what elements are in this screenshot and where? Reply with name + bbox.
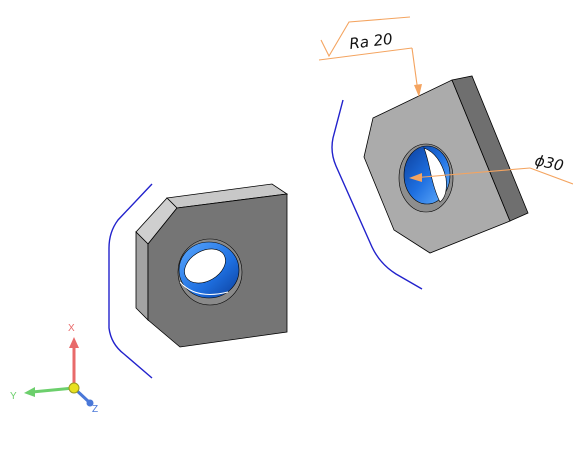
roughness-label: Ra 20 xyxy=(348,30,393,53)
right-contour-curve[interactable] xyxy=(331,99,423,290)
x-axis-label: X xyxy=(68,323,75,334)
right-plate-hole-through xyxy=(423,147,447,203)
left-plate-side-face xyxy=(135,231,149,321)
roughness-leader-shelf xyxy=(318,47,413,61)
left-contour-curve[interactable] xyxy=(108,183,153,379)
y-axis-arrow-icon xyxy=(24,387,35,397)
y-axis-line xyxy=(31,386,75,394)
diameter-annotation[interactable]: ϕ30 xyxy=(409,151,573,185)
right-plate-part[interactable] xyxy=(363,75,529,254)
right-plate-side-face xyxy=(451,75,529,222)
triad-origin-icon xyxy=(68,382,80,394)
z-axis-tip-icon xyxy=(86,399,94,407)
left-plate-hole-through xyxy=(184,248,226,284)
left-plate-part[interactable] xyxy=(135,183,289,348)
x-axis-arrow-icon xyxy=(69,337,79,348)
diameter-leader-arrow xyxy=(409,173,422,182)
y-axis-label: Y xyxy=(10,391,17,402)
diameter-label: ϕ30 xyxy=(533,151,565,175)
roughness-annotation[interactable]: Ra 20 xyxy=(318,16,422,97)
diameter-leader-line xyxy=(411,167,531,179)
roughness-symbol xyxy=(320,16,411,58)
left-plate-hole-edge xyxy=(179,281,229,295)
axis-triad: X Y Z xyxy=(10,323,98,415)
roughness-leader-arrow xyxy=(414,84,422,97)
diameter-leader-tail xyxy=(529,167,573,185)
z-axis-label: Z xyxy=(92,404,98,415)
